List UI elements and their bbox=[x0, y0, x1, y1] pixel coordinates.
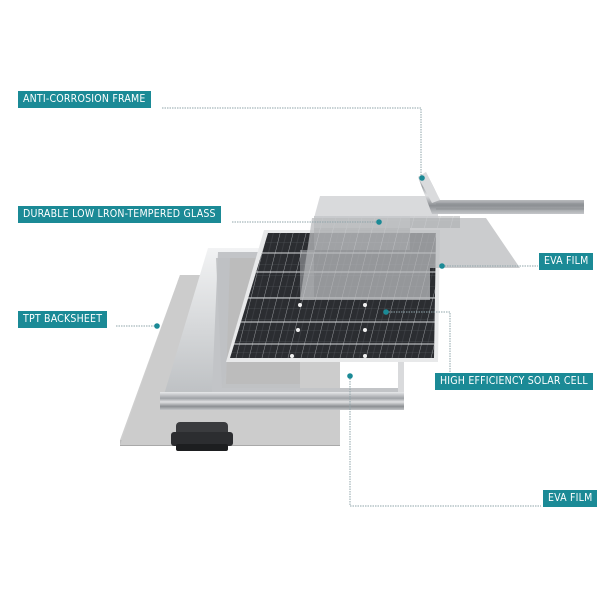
label-eva-film-top: EVA FILM bbox=[539, 253, 594, 270]
label-solar-cell: HIGH EFFICIENCY SOLAR CELL bbox=[435, 373, 593, 390]
label-eva-film-bottom: EVA FILM bbox=[543, 490, 598, 507]
dot-eva-film-bottom bbox=[347, 373, 353, 379]
junction-box bbox=[171, 422, 233, 451]
dot-tpt-backsheet bbox=[154, 323, 160, 329]
dot-eva-film-top bbox=[439, 263, 445, 269]
connection-dots bbox=[154, 175, 445, 379]
leader-eva-film-bottom bbox=[349, 376, 541, 507]
dot-tempered-glass bbox=[376, 219, 382, 225]
leader-solar-cell bbox=[386, 311, 451, 382]
label-tempered-glass: DURABLE LOW LRON-TEMPERED GLASS bbox=[18, 206, 221, 223]
dot-solar-cell bbox=[383, 309, 389, 315]
frame-corner-profile bbox=[418, 172, 584, 214]
leader-lines bbox=[116, 107, 541, 507]
label-anti-corrosion-frame: ANTI-CORROSION FRAME bbox=[18, 91, 151, 108]
dot-anti-corrosion-frame bbox=[419, 175, 425, 181]
leader-anti-corrosion-frame bbox=[162, 107, 422, 176]
label-tpt-backsheet: TPT BACKSHEET bbox=[18, 311, 108, 328]
